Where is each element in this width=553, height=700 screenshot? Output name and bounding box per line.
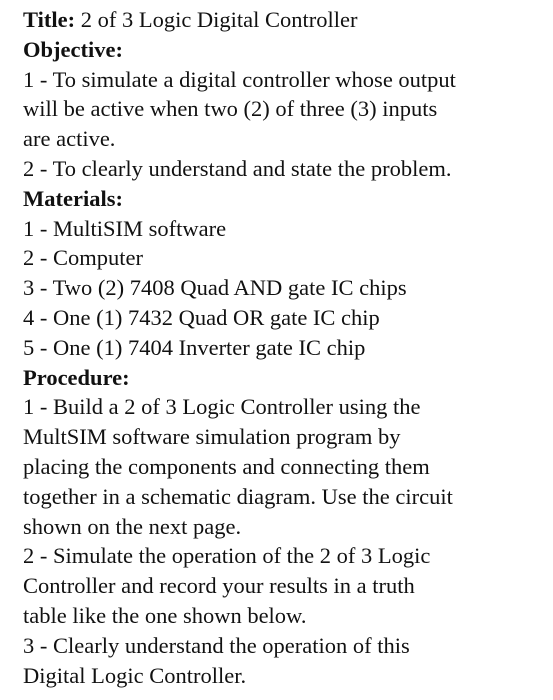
objective-item-1-line-2: will be active when two (2) of three (3)… bbox=[23, 96, 438, 122]
procedure-item-2-line-1: 2 - Simulate the operation of the 2 of 3… bbox=[23, 543, 431, 569]
materials-item-3: 3 - Two (2) 7408 Quad AND gate IC chips bbox=[23, 275, 407, 301]
objective-item-1-line-3: are active. bbox=[23, 126, 116, 152]
materials-item-4: 4 - One (1) 7432 Quad OR gate IC chip bbox=[23, 304, 380, 330]
procedure-item-1-line-2: MultSIM software simulation program by bbox=[23, 424, 401, 450]
title-line: Title: 2 of 3 Logic Digital Controller bbox=[23, 5, 545, 35]
materials-item-2: 2 - Computer bbox=[23, 245, 143, 271]
objective-item-1-line-1: 1 - To simulate a digital controller who… bbox=[23, 66, 456, 92]
procedure-item-2: 2 - Simulate the operation of the 2 of 3… bbox=[23, 541, 545, 630]
title-value: 2 of 3 Logic Digital Controller bbox=[75, 7, 358, 32]
materials-item-1: 1 - MultiSIM software bbox=[23, 215, 227, 241]
procedure-item-2-line-2: Controller and record your results in a … bbox=[23, 573, 415, 599]
procedure-item-1-line-5: shown on the next page. bbox=[23, 513, 242, 539]
materials-heading: Materials: bbox=[23, 185, 123, 211]
objective-heading: Objective: bbox=[23, 36, 123, 62]
objective-item-2-line-1: 2 - To clearly understand and state the … bbox=[23, 155, 452, 181]
objective-item-1: 1 - To simulate a digital controller who… bbox=[23, 65, 545, 154]
procedure-heading: Procedure: bbox=[23, 364, 130, 390]
procedure-item-1-line-1: 1 - Build a 2 of 3 Logic Controller usin… bbox=[23, 394, 421, 420]
procedure-item-1-line-4: together in a schematic diagram. Use the… bbox=[23, 483, 453, 509]
title-label: Title: bbox=[23, 7, 76, 32]
objective-item-2: 2 - To clearly understand and state the … bbox=[23, 154, 545, 184]
procedure-item-3-line-1: 3 - Clearly understand the operation of … bbox=[23, 632, 410, 658]
procedure-item-3: 3 - Clearly understand the operation of … bbox=[23, 631, 545, 691]
procedure-item-2-line-3: table like the one shown below. bbox=[23, 602, 307, 628]
procedure-item-3-line-2: Digital Logic Controller. bbox=[23, 662, 247, 688]
procedure-item-1-line-3: placing the components and connecting th… bbox=[23, 453, 430, 479]
materials-item-5: 5 - One (1) 7404 Inverter gate IC chip bbox=[23, 334, 366, 360]
procedure-item-1: 1 - Build a 2 of 3 Logic Controller usin… bbox=[23, 392, 545, 541]
